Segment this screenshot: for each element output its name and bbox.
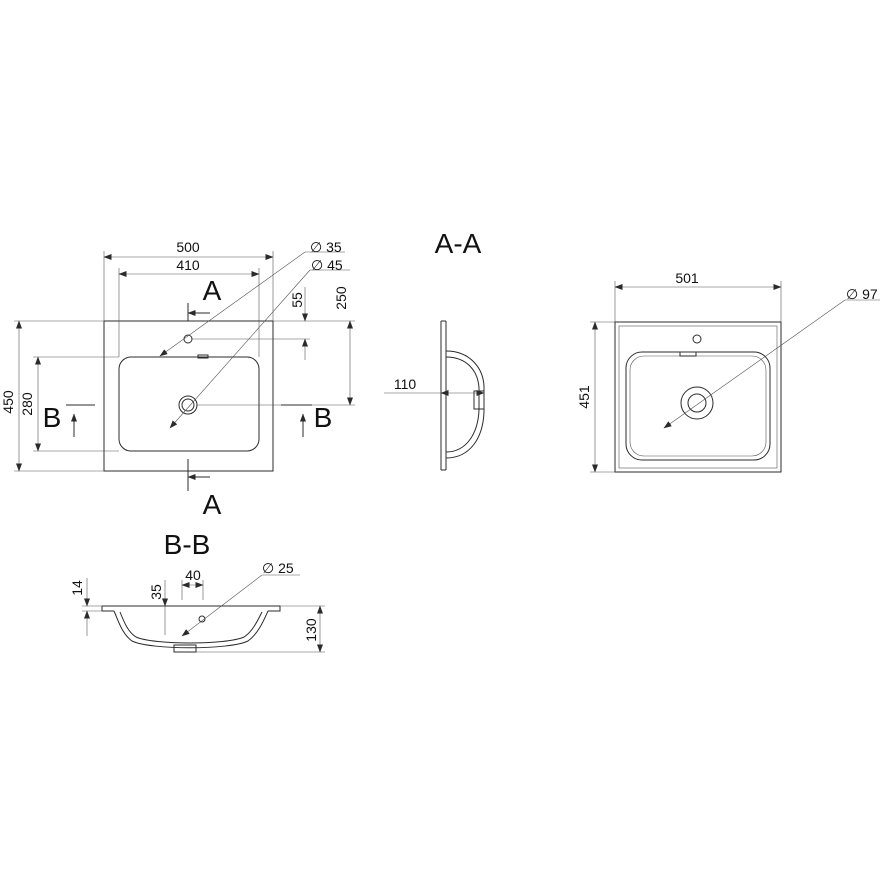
dim-bb-overflow-offset: 35 xyxy=(148,584,164,600)
rv-bowl-inner xyxy=(629,355,767,457)
dim-outer-depth: 450 xyxy=(0,390,16,414)
aa-bowl-inner xyxy=(445,356,480,453)
dim-bb-height: 130 xyxy=(303,618,319,642)
drain-hole xyxy=(181,398,195,412)
section-b-b: B-B 14 35 40 ∅ 25 130 xyxy=(69,529,325,653)
rv-tap-hole xyxy=(692,334,702,344)
rv-bowl xyxy=(625,351,771,461)
aa-wall xyxy=(440,320,447,471)
bb-rim-top xyxy=(102,605,281,612)
overflow-slot xyxy=(197,354,209,359)
rv-drain-outer xyxy=(680,386,714,420)
bb-overflow-hole xyxy=(198,615,206,623)
rv-drain-inner xyxy=(687,393,707,413)
rv-inner-frame xyxy=(618,325,778,469)
bb-bowl-inner xyxy=(119,611,263,644)
bb-rim-left xyxy=(101,606,114,612)
aa-bowl-outer xyxy=(445,350,485,459)
section-b-b-title: B-B xyxy=(164,529,211,560)
dim-drain-offset: 250 xyxy=(333,286,349,310)
bowl-outline xyxy=(118,356,260,452)
dim-rv-depth: 451 xyxy=(576,385,592,409)
bb-bowl-outer xyxy=(113,610,269,649)
dim-outer-width: 500 xyxy=(176,239,200,255)
cut-b-left: B xyxy=(43,402,62,433)
dim-tap-hole: ∅ 35 xyxy=(310,239,342,255)
section-a-a-title: A-A xyxy=(435,228,482,259)
dim-rv-drain-hole: ∅ 97 xyxy=(846,286,878,302)
dim-tap-offset: 55 xyxy=(289,292,305,308)
cut-a-bottom: A xyxy=(203,489,222,520)
cut-b-right: B xyxy=(314,402,333,433)
rv-overflow xyxy=(679,351,697,357)
dim-rv-width: 501 xyxy=(675,270,699,286)
top-view: 500 410 450 280 55 250 ∅ 35 ∅ 45 A xyxy=(0,239,355,520)
dim-aa-depth: 110 xyxy=(394,376,417,392)
dim-bb-overflow-width: 40 xyxy=(185,567,201,583)
dim-drain-hole: ∅ 45 xyxy=(311,257,343,273)
rv-outline xyxy=(614,321,782,473)
dim-inner-depth: 280 xyxy=(19,392,35,416)
dim-inner-width: 410 xyxy=(176,257,200,273)
right-view: 501 451 ∅ 97 xyxy=(576,270,880,473)
cut-a-top: A xyxy=(203,275,222,306)
section-a-a: A-A 110 xyxy=(384,228,485,471)
bb-drain xyxy=(173,644,197,653)
dim-bb-overflow-hole: ∅ 25 xyxy=(262,560,294,576)
dim-bb-rim: 14 xyxy=(69,580,85,596)
